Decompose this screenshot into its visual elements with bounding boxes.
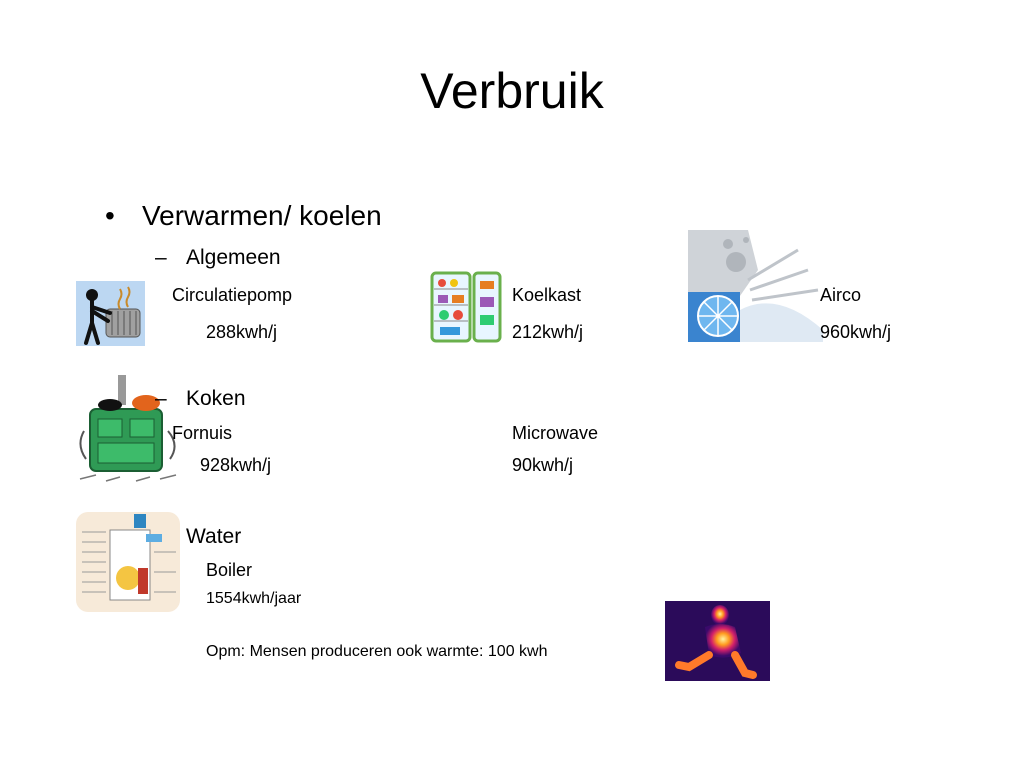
radiator-person-image [76,281,145,346]
value-koelkast: 212kwh/j [512,322,584,342]
item-koelkast: Koelkast [512,285,582,305]
item-boiler: Boiler [206,560,253,580]
item-circulatiepomp: Circulatiepomp [172,285,293,305]
stove-image [79,375,177,482]
subheading-water: Water [186,525,242,548]
subheading-koken: Koken [186,387,246,410]
dash-marker: – [155,387,167,410]
note-human-heat: Opm: Mensen produceren ook warmte: 100 k… [206,643,548,660]
bullet-marker: • [105,200,115,231]
item-microwave: Microwave [512,423,599,443]
boiler-diagram-image [76,512,180,612]
value-fornuis: 928kwh/j [200,455,272,475]
airco-image [688,230,823,342]
item-airco: Airco [820,285,862,305]
dash-marker: – [155,246,167,269]
subheading-algemeen: Algemeen [186,246,281,269]
item-fornuis: Fornuis [172,423,233,443]
value-boiler: 1554kwh/jaar [206,590,302,607]
value-microwave: 90kwh/j [512,455,574,475]
heading-verwarmen-koelen: Verwarmen/ koelen [142,200,382,231]
thermal-person-image [665,601,770,681]
value-circulatiepomp: 288kwh/j [206,322,278,342]
slide-title: Verbruik [420,63,604,119]
value-airco: 960kwh/j [820,322,892,342]
fridge-image [430,271,502,343]
